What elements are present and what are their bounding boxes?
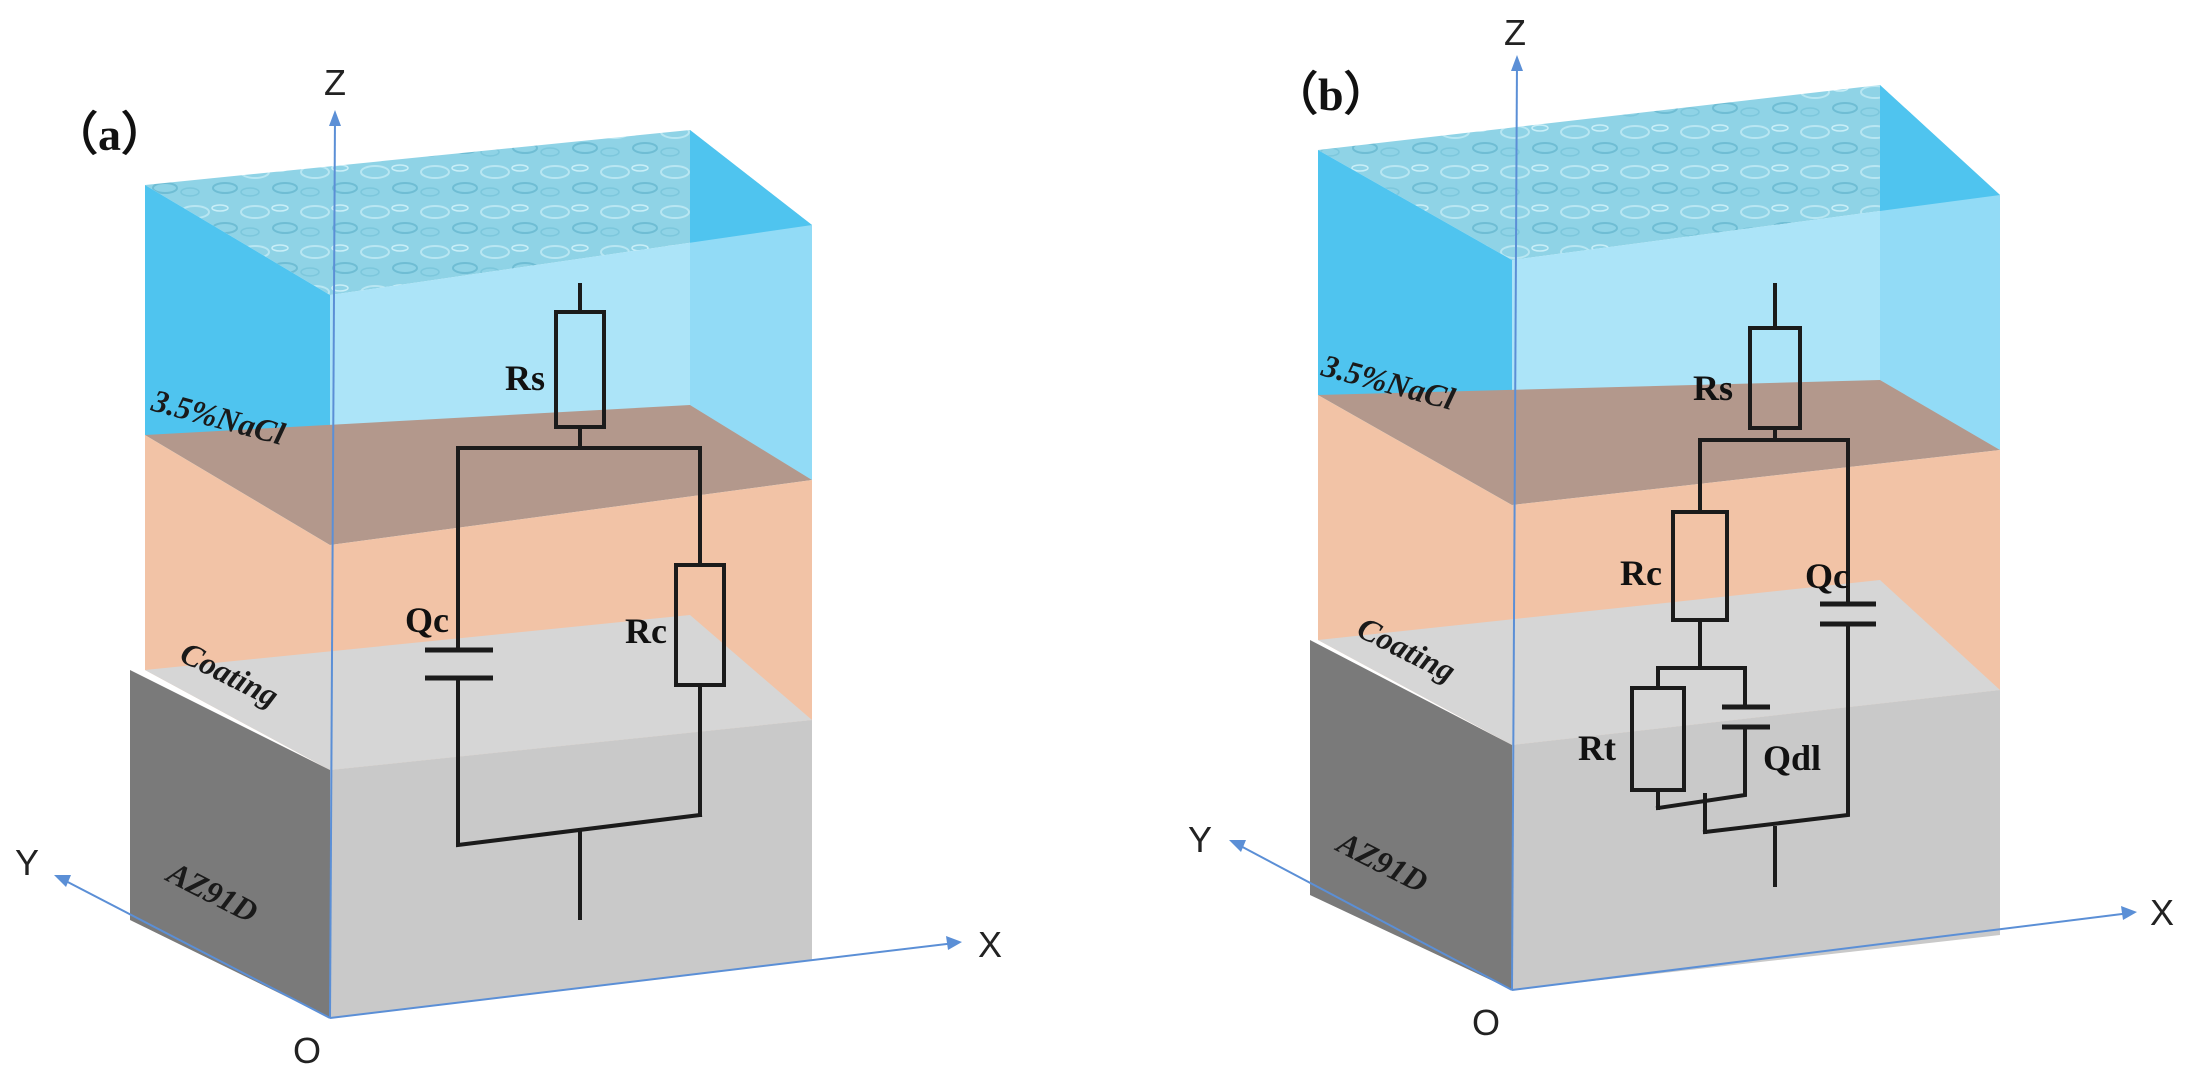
y-axis bbox=[1234, 842, 1513, 991]
rs-label: Rs bbox=[1693, 368, 1733, 408]
water-top-face bbox=[1318, 85, 2000, 260]
x-axis-label: X bbox=[978, 924, 1002, 965]
origin-label: O bbox=[293, 1030, 321, 1071]
x-axis-arrow-icon bbox=[2121, 906, 2137, 920]
x-axis bbox=[1511, 912, 2131, 991]
water-top-face bbox=[145, 130, 812, 295]
panel-b: Z X Y O （b） 3.5%NaCl Coating AZ91D bbox=[1188, 12, 2174, 1043]
z-axis bbox=[329, 114, 336, 1019]
z-axis-arrow-icon bbox=[1511, 55, 1523, 71]
z-axis-label: Z bbox=[1504, 12, 1526, 53]
substrate-front-face bbox=[330, 720, 812, 1018]
panel-label: （b） bbox=[1272, 69, 1390, 120]
y-axis-arrow-icon bbox=[54, 875, 71, 887]
panel-a: Z X Y O （a） 3.5%NaCl Coating AZ91D Rs Qc… bbox=[15, 62, 1002, 1071]
equivalent-circuit bbox=[425, 283, 726, 920]
rs-label: Rs bbox=[505, 358, 545, 398]
rt-label: Rt bbox=[1578, 728, 1616, 768]
rc-label: Rc bbox=[1620, 553, 1662, 593]
coating-top-face bbox=[1318, 380, 2000, 505]
substrate-left-face bbox=[1310, 640, 1512, 990]
qdl-label: Qdl bbox=[1763, 738, 1821, 778]
z-axis bbox=[1511, 59, 1518, 991]
x-axis-label: X bbox=[2150, 892, 2174, 933]
qc-label: Qc bbox=[1805, 556, 1849, 596]
qc-label: Qc bbox=[405, 600, 449, 640]
y-axis-label: Y bbox=[1188, 819, 1212, 860]
substrate-top-face bbox=[145, 615, 812, 770]
y-axis bbox=[59, 877, 331, 1019]
panel-label: （a） bbox=[52, 109, 167, 160]
z-axis-label: Z bbox=[324, 62, 346, 103]
substrate-top-face bbox=[1318, 580, 2000, 745]
y-axis-arrow-icon bbox=[1229, 840, 1246, 852]
z-axis-arrow-icon bbox=[329, 110, 341, 126]
rc-label: Rc bbox=[625, 611, 667, 651]
equivalent-circuit bbox=[1630, 283, 1876, 887]
substrate-left-face bbox=[130, 670, 330, 1018]
origin-label: O bbox=[1472, 1002, 1500, 1043]
x-axis-arrow-icon bbox=[946, 936, 962, 950]
coating-top-face bbox=[145, 405, 812, 545]
x-axis bbox=[329, 942, 956, 1019]
y-axis-label: Y bbox=[15, 842, 39, 883]
